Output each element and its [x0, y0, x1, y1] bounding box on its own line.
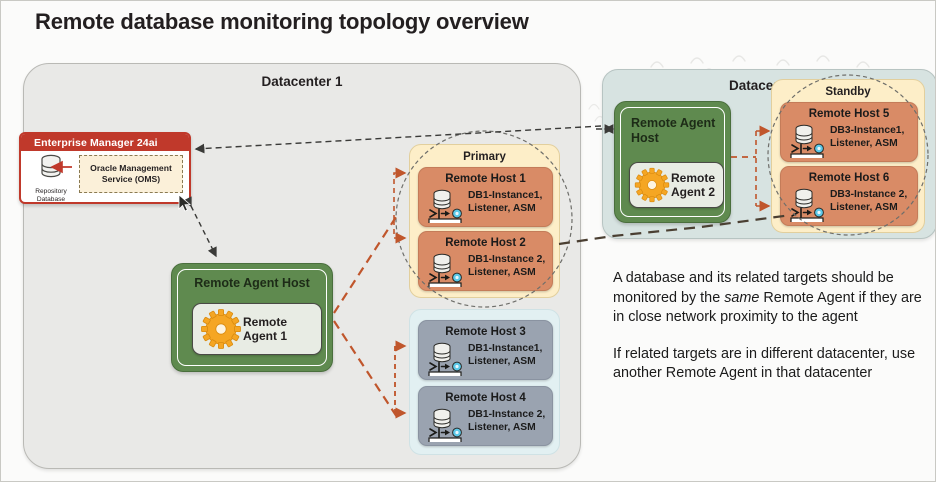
host-target-icons — [790, 124, 830, 160]
standby-cluster: Standby Remote Host 5 — [771, 79, 925, 233]
host-targets: DB3-Instance1, Listener, ASM — [830, 125, 905, 149]
host-target-icons — [428, 408, 468, 444]
host-targets: DB1-Instance 2, Listener, ASM — [468, 409, 546, 433]
host-name: Remote Host 4 — [445, 392, 526, 404]
host-name: Remote Host 6 — [808, 172, 890, 184]
remote-agent-1-label: Remote Agent 1 — [243, 315, 288, 343]
remote-agent-host-2[interactable]: Remote Agent Host — [614, 101, 731, 223]
host-targets: DB1-Instance 2, Listener, ASM — [468, 254, 546, 278]
remote-agent-2-label: Remote Agent 2 — [671, 171, 716, 199]
host-targets: DB3-Instance 2, Listener, ASM — [830, 189, 908, 213]
host-target-icons — [428, 189, 468, 225]
host-card-remote-host-3[interactable]: Remote Host 3 — [418, 320, 553, 380]
host-card-remote-host-2[interactable]: Remote Host 2 — [418, 231, 553, 291]
host-name: Remote Host 1 — [445, 173, 526, 185]
host-target-icons — [428, 342, 468, 378]
oracle-management-service-box[interactable]: Oracle Management Service (OMS) — [79, 155, 183, 193]
note-paragraph-1: A database and its related targets shoul… — [613, 270, 922, 326]
secondary-host-group: Remote Host 3 — [409, 309, 560, 455]
notes-block: A database and its related targets shoul… — [613, 269, 925, 384]
enterprise-manager-box[interactable]: Enterprise Manager 24ai Repository Datab… — [19, 132, 191, 204]
enterprise-manager-body: Repository Database Oracle Management Se… — [21, 151, 189, 202]
host-name: Remote Host 5 — [808, 108, 890, 120]
repository-database: Repository Database — [29, 154, 73, 203]
remote-agent-host-1[interactable]: Remote Agent Host — [171, 263, 333, 372]
host-card-remote-host-6[interactable]: Remote Host 6 — [780, 166, 918, 226]
repository-database-label: Repository Database — [35, 188, 67, 203]
primary-cluster-label: Primary — [463, 151, 506, 163]
notes-spacer — [613, 328, 925, 345]
gear-icon — [201, 309, 241, 349]
primary-cluster: Primary Remote Host 1 — [409, 144, 560, 298]
host-target-icons — [428, 253, 468, 289]
oms-label: Oracle Management Service (OMS) — [90, 163, 172, 184]
remote-agent-host-1-title: Remote Agent Host — [194, 276, 310, 290]
host-card-remote-host-1[interactable]: Remote Host 1 — [418, 167, 553, 227]
host-card-remote-host-5[interactable]: Remote Host 5 — [780, 102, 918, 162]
remote-agent-host-2-title: Remote Agent Host — [631, 116, 716, 145]
host-name: Remote Host 3 — [445, 326, 526, 338]
standby-cluster-label: Standby — [825, 86, 871, 98]
host-targets: DB1-Instance1, Listener, ASM — [468, 190, 543, 214]
note-paragraph-2: If related targets are in different data… — [613, 345, 916, 382]
host-name: Remote Host 2 — [445, 237, 526, 249]
page-title: Remote database monitoring topology over… — [35, 9, 529, 34]
datacenter-1-label: Datacenter 1 — [261, 74, 343, 89]
host-card-remote-host-4[interactable]: Remote Host 4 — [418, 386, 553, 446]
host-target-icons — [790, 188, 830, 224]
remote-agent-2-chip[interactable]: Remote Agent 2 — [629, 162, 724, 208]
remote-agent-1-chip[interactable]: Remote Agent 1 — [192, 303, 322, 355]
host-targets: DB1-Instance1, Listener, ASM — [468, 343, 543, 367]
enterprise-manager-header: Enterprise Manager 24ai — [21, 134, 189, 151]
gear-icon — [634, 167, 670, 203]
database-cylinder-icon — [41, 154, 61, 178]
agent-host-1-ring — [177, 269, 327, 366]
